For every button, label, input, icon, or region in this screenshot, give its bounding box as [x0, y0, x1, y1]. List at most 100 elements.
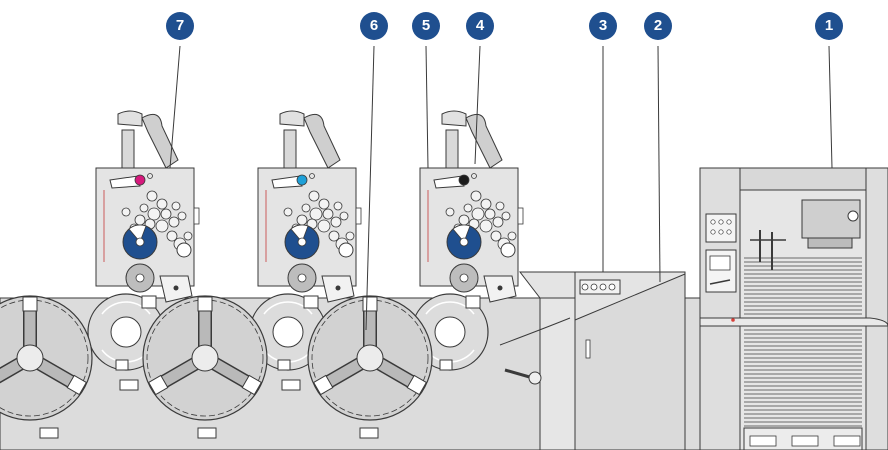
- gripper-icon: [406, 374, 428, 396]
- impression-gripper-icon: [439, 359, 453, 371]
- ink-duct-small: [471, 173, 477, 179]
- ink-fountain: [109, 175, 141, 189]
- control-knob-icon: [710, 229, 716, 235]
- gripper-icon: [312, 374, 334, 396]
- impression-gripper-icon: [303, 295, 319, 309]
- rotation-arrow-icon: [263, 301, 313, 315]
- ink-roller: [458, 214, 470, 226]
- feeder-side-column: [699, 167, 741, 450]
- ink-roller: [339, 211, 349, 221]
- crane-post: [445, 129, 459, 171]
- pallet-slot: [833, 435, 861, 447]
- crane-head: [117, 110, 143, 127]
- feed-indicator-icon: [731, 318, 735, 322]
- unit-handle: [193, 207, 200, 225]
- ink-roller: [177, 211, 187, 221]
- ink-roller: [345, 231, 355, 241]
- ink-roller: [333, 201, 343, 211]
- ink-roller: [155, 219, 169, 233]
- plate-cylinder-hub: [297, 237, 307, 247]
- control-knob-icon: [710, 219, 716, 225]
- ink-roller: [147, 207, 161, 221]
- plate-cylinder-hub: [135, 237, 145, 247]
- blanket-cylinder-hub: [459, 273, 469, 283]
- ink-roller: [463, 203, 473, 213]
- gripper-icon: [197, 296, 213, 312]
- cylinder-hub: [16, 344, 44, 372]
- ink-duct-roller: [458, 174, 470, 186]
- ink-roller: [317, 219, 331, 233]
- rotation-arrow-icon: [101, 301, 151, 315]
- callout-marker-7: 7: [166, 12, 194, 40]
- ink-roller: [134, 214, 146, 226]
- feeder-head-dial: [847, 210, 859, 222]
- callout-marker-4: 4: [466, 12, 494, 40]
- cylinder-hub: [356, 344, 384, 372]
- ink-roller: [156, 198, 168, 210]
- feeder-lever: [709, 279, 731, 285]
- impression-gripper-icon: [465, 295, 481, 309]
- ink-roller: [492, 216, 504, 228]
- panel-button-icon: [590, 283, 598, 291]
- feed-table: [699, 317, 888, 327]
- control-knob-icon: [718, 229, 724, 235]
- ink-roller: [501, 211, 511, 221]
- blanket-cylinder-hub: [297, 273, 307, 283]
- ink-roller: [139, 203, 149, 213]
- callout-leader-line: [425, 45, 429, 169]
- panel-button-icon: [581, 283, 589, 291]
- pallet-slot: [749, 435, 777, 447]
- ink-duct-roller: [296, 174, 308, 186]
- control-knob-icon: [718, 219, 724, 225]
- ink-roller: [283, 207, 293, 217]
- distributor-roller: [500, 242, 516, 258]
- ink-roller: [318, 198, 330, 210]
- printing-unit-magenta: [87, 110, 200, 371]
- distributor-roller: [338, 242, 354, 258]
- feeder-top-beam: [739, 167, 867, 191]
- control-knob-icon: [726, 219, 732, 225]
- ink-roller: [183, 231, 193, 241]
- ink-roller: [171, 201, 181, 211]
- ink-roller: [470, 190, 482, 202]
- plate-clamp-icon: [128, 224, 147, 243]
- ink-roller: [121, 207, 131, 217]
- pedestal-foot: [281, 379, 301, 391]
- ink-roller: [507, 231, 517, 241]
- gripper-icon: [241, 374, 263, 396]
- pedestal-foot: [197, 427, 217, 439]
- door-handle: [585, 339, 591, 359]
- callout-leader-line: [365, 45, 375, 331]
- gripper-icon: [22, 296, 38, 312]
- transfer-frame: [539, 297, 576, 450]
- suction-bar: [807, 237, 853, 249]
- callout-leader-line: [828, 45, 833, 169]
- ink-roller: [309, 207, 323, 221]
- feeder-control-box: [705, 213, 737, 243]
- impression-gripper-icon: [277, 359, 291, 371]
- transfer-drum-left: [0, 295, 93, 421]
- ink-fountain: [433, 175, 465, 189]
- dampening-dot: [497, 285, 503, 291]
- impression-gripper-icon: [141, 295, 157, 309]
- ink-roller: [490, 230, 502, 242]
- sheet-path: [499, 317, 571, 346]
- control-knob-icon: [726, 229, 732, 235]
- ink-duct-roller: [134, 174, 146, 186]
- callout-marker-2: 2: [644, 12, 672, 40]
- crane-head: [441, 110, 467, 127]
- ink-duct-small: [309, 173, 315, 179]
- rotation-arrow-icon: [425, 301, 475, 315]
- crane-arm: [303, 113, 341, 169]
- cylinder-hub: [191, 344, 219, 372]
- plate-cylinder-hub: [459, 237, 469, 247]
- gripper-icon: [147, 374, 169, 396]
- crane-post: [283, 129, 297, 171]
- crane-head: [279, 110, 305, 127]
- callout-marker-1: 1: [815, 12, 843, 40]
- impression-cylinder-hub: [434, 316, 466, 348]
- dampening-dot: [335, 285, 341, 291]
- ink-roller: [168, 216, 180, 228]
